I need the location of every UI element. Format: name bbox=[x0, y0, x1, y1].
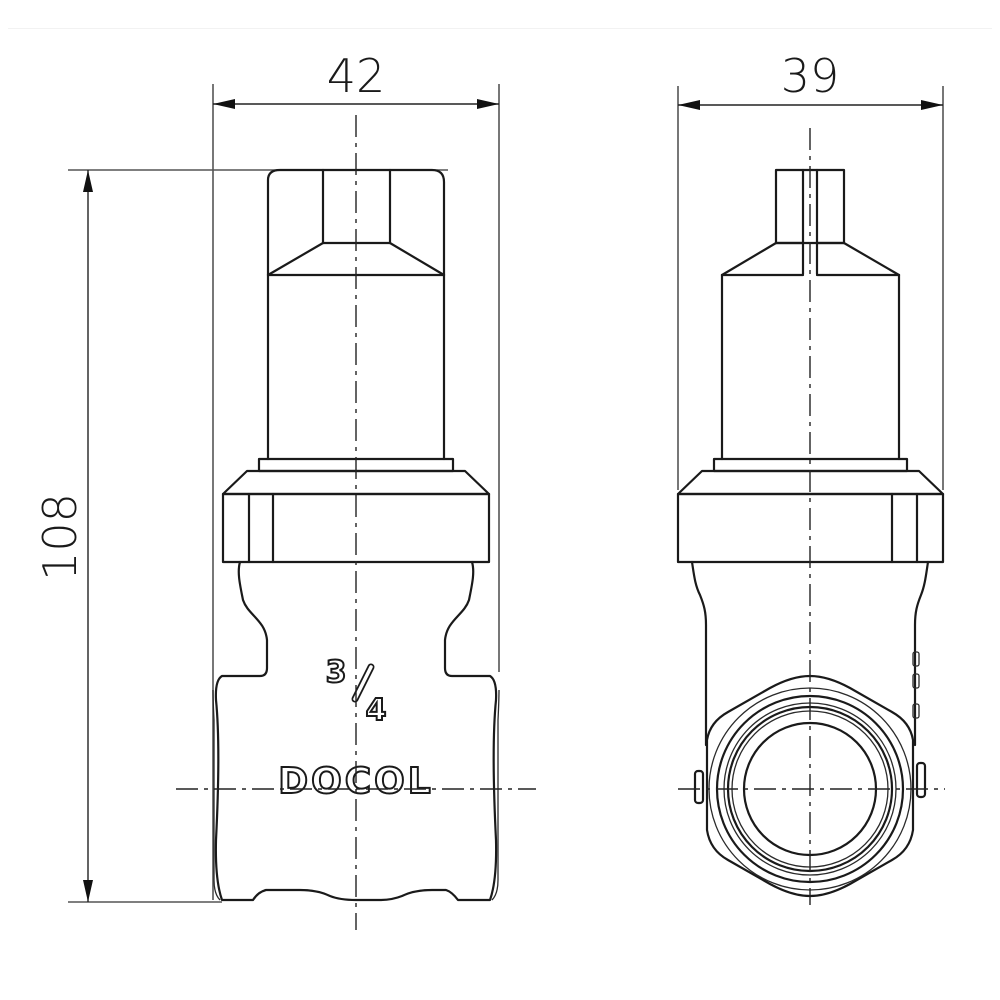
size-marking: 3 4 bbox=[325, 654, 388, 729]
brand-marking: DOCOL bbox=[278, 761, 433, 802]
dimension-label-108: 108 bbox=[33, 493, 87, 581]
top-divider bbox=[8, 28, 992, 29]
dimension-overall-height: 108 bbox=[33, 169, 448, 903]
front-view-centerlines bbox=[176, 115, 536, 930]
dimension-side-width: 39 bbox=[677, 49, 944, 490]
dimension-front-width: 42 bbox=[212, 49, 500, 900]
size-denominator: 4 bbox=[366, 693, 387, 728]
dimension-label-39: 39 bbox=[781, 49, 840, 103]
size-numerator: 3 bbox=[326, 655, 347, 690]
dimension-label-42: 42 bbox=[327, 49, 386, 103]
side-view-centerlines bbox=[678, 128, 945, 905]
